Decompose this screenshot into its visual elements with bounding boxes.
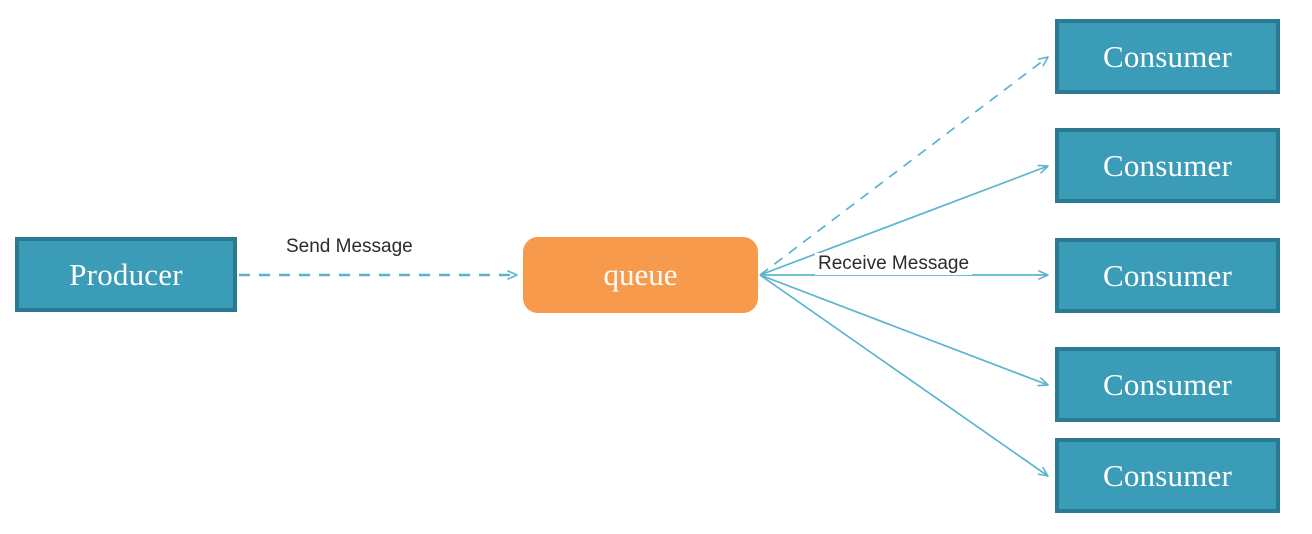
edge-label-send-message: Send Message — [283, 236, 416, 258]
node-consumer-5[interactable]: Consumer — [1055, 438, 1280, 513]
node-consumer-5-label: Consumer — [1102, 457, 1233, 493]
node-consumer-4-label: Consumer — [1102, 366, 1233, 402]
edge-label-receive-message: Receive Message — [815, 253, 973, 275]
edge-queue-to-consumer-1 — [759, 56, 1049, 276]
node-consumer-3-label: Consumer — [1102, 257, 1233, 293]
node-consumer-2[interactable]: Consumer — [1055, 128, 1280, 203]
edge-queue-to-consumer-5 — [759, 274, 1049, 477]
node-producer-label: Producer — [69, 256, 183, 292]
edge-label-send-message-text: Send Message — [286, 236, 413, 257]
node-producer[interactable]: Producer — [15, 237, 237, 312]
edge-queue-to-consumer-4 — [759, 274, 1049, 387]
node-queue-label: queue — [603, 257, 678, 292]
node-consumer-4[interactable]: Consumer — [1055, 347, 1280, 422]
node-consumer-1[interactable]: Consumer — [1055, 19, 1280, 94]
node-consumer-1-label: Consumer — [1102, 38, 1233, 74]
node-consumer-3[interactable]: Consumer — [1055, 238, 1280, 313]
node-consumer-2-label: Consumer — [1102, 147, 1233, 183]
edge-label-receive-message-text: Receive Message — [818, 253, 970, 274]
node-queue[interactable]: queue — [523, 237, 758, 313]
